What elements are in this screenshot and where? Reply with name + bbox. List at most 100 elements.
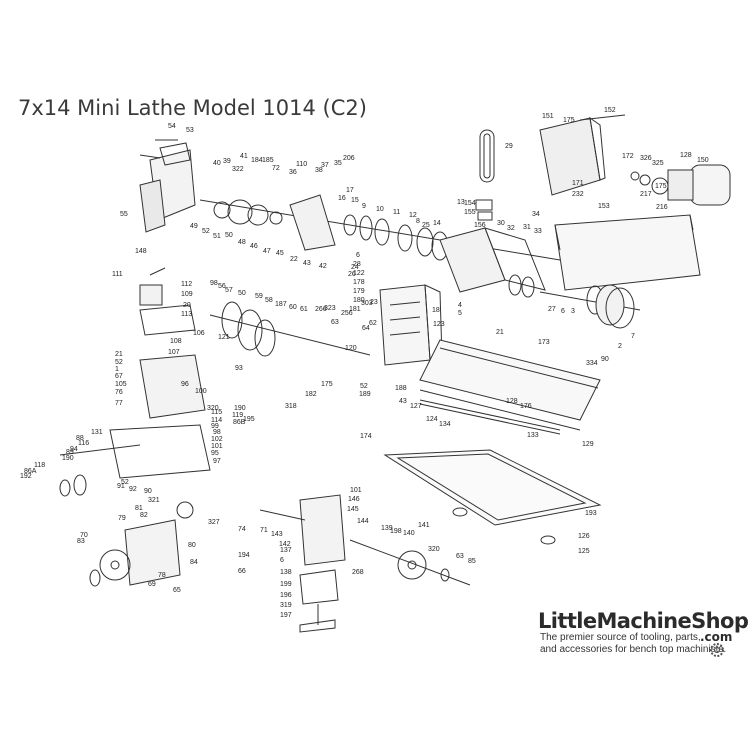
part-callout-326: 326 [640,155,652,162]
part-callout-25: 25 [422,222,430,229]
part-callout-319: 319 [280,602,292,609]
part-callout-142: 142 [279,541,291,548]
part-callout-52: 52 [360,383,368,390]
part-callout-325: 325 [652,160,664,167]
part-callout-52: 52 [202,228,210,235]
part-callout-23: 23 [370,299,378,306]
part-callout-33: 33 [534,228,542,235]
part-callout-268: 268 [352,569,364,576]
part-callout-175: 175 [321,381,333,388]
part-callout-173: 173 [538,339,550,346]
part-callout-185: 185 [262,157,274,164]
diagram-title: 7x14 Mini Lathe Model 1014 (C2) [18,96,367,120]
part-callout-192: 192 [20,473,32,480]
tool-post [139,267,196,336]
part-callout-50: 50 [238,290,246,297]
part-callout-71: 71 [260,527,268,534]
part-callout-115: 115 [211,409,222,416]
part-callout-171: 171 [572,180,584,187]
part-callout-93: 93 [235,365,243,372]
part-callout-59: 59 [255,293,263,300]
part-callout-53: 53 [186,127,194,134]
part-callout-9: 9 [362,203,366,210]
part-callout-217: 217 [640,191,652,198]
part-callout-92: 92 [129,486,137,493]
part-callout-13: 13 [457,199,465,206]
part-callout-65: 65 [173,587,181,594]
part-callout-22: 22 [290,256,298,263]
part-callout-60: 60 [289,304,297,311]
part-callout-50: 50 [225,232,233,239]
part-callout-63: 63 [456,553,464,560]
part-callout-45: 45 [276,250,284,257]
change-gears [209,301,371,357]
part-callout-58: 58 [265,297,273,304]
part-callout-174: 174 [360,433,372,440]
part-callout-133: 133 [527,432,539,439]
part-callout-18: 18 [432,307,440,314]
motor-assembly [539,114,731,206]
lead-screw [419,399,561,435]
belt-cover-assembly [139,139,196,233]
part-callout-28: 28 [353,261,361,268]
part-callout-123: 123 [433,321,445,328]
part-callout-38: 38 [315,167,323,174]
part-callout-43: 43 [303,260,311,267]
part-callout-83: 83 [77,538,85,545]
part-callout-21: 21 [115,351,123,358]
part-callout-74: 74 [238,526,246,533]
part-callout-47: 47 [263,248,271,255]
headstock [439,227,546,298]
spindle-gear-train [199,194,561,261]
part-callout-266: 266 [315,306,327,313]
part-callout-303: 303 [361,300,373,307]
part-callout-16: 16 [338,195,346,202]
part-callout-121: 121 [218,334,230,341]
part-callout-145: 145 [347,506,359,513]
back-guard [554,214,701,291]
part-callout-64: 64 [362,325,370,332]
part-callout-14: 14 [433,220,441,227]
part-callout-61: 61 [300,306,308,313]
part-callout-193: 193 [585,510,597,517]
part-callout-112: 112 [181,281,192,288]
part-callout-118: 118 [34,462,45,469]
part-callout-190: 190 [62,455,74,462]
part-callout-29: 29 [505,143,513,150]
part-callout-138: 138 [280,569,292,576]
part-callout-320: 320 [428,546,440,553]
part-callout-322: 322 [232,166,244,173]
part-callout-195: 195 [243,416,255,423]
part-callout-323: 323 [324,305,336,312]
part-callout-86A: 86A [24,468,37,475]
part-callout-8: 8 [416,218,420,225]
part-callout-95: 95 [211,450,219,457]
part-callout-188: 188 [395,385,407,392]
part-callout-85: 85 [468,558,476,565]
part-callout-334: 334 [586,360,598,367]
part-callout-156: 156 [474,222,486,229]
part-callout-152: 152 [604,107,616,114]
part-callout-176: 176 [520,403,532,410]
part-callout-141: 141 [418,522,430,529]
chip-tray [383,449,602,545]
part-callout-90: 90 [601,356,609,363]
part-callout-5: 5 [458,310,462,317]
part-callout-320: 320 [207,405,219,412]
part-callout-48: 48 [238,239,246,246]
part-callout-72: 72 [272,165,280,172]
part-callout-88: 88 [76,435,84,442]
part-callout-76: 76 [115,389,123,396]
part-callout-66: 66 [238,568,246,575]
part-callout-7: 7 [631,333,635,340]
part-callout-62: 62 [369,320,377,327]
part-callout-197: 197 [280,612,292,619]
part-callout-116: 116 [78,440,89,447]
tailstock [259,494,346,633]
part-callout-114: 114 [211,417,222,424]
part-callout-55: 55 [120,211,128,218]
part-callout-131: 131 [91,429,103,436]
part-callout-178: 178 [353,279,365,286]
part-callout-20: 20 [183,302,191,309]
brand-tagline-line2: and accessories for bench top machinists… [540,644,727,655]
